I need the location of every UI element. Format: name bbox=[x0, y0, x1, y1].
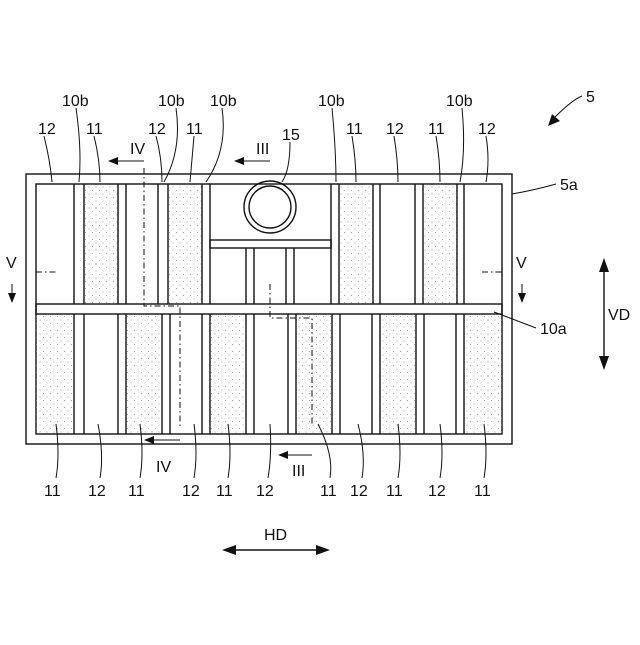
label-rib: 10b bbox=[210, 93, 237, 110]
label-panel-filled: 11 bbox=[474, 483, 491, 500]
label-panel-empty: 12 bbox=[256, 483, 274, 500]
label-rib: 10b bbox=[318, 93, 345, 110]
label-assembly: 5 bbox=[586, 89, 595, 106]
center-beam bbox=[36, 304, 502, 314]
label-rib: 10b bbox=[158, 93, 185, 110]
label-panel-filled: 11 bbox=[428, 121, 445, 138]
label-panel-empty: 12 bbox=[386, 121, 404, 138]
label-panel-filled: 11 bbox=[44, 483, 61, 500]
label-panel-empty: 12 bbox=[428, 483, 446, 500]
filled-panels-bottom bbox=[36, 314, 502, 434]
label-panel-filled: 11 bbox=[386, 483, 403, 500]
label-panel-filled: 11 bbox=[86, 121, 103, 138]
label-frame: 5a bbox=[560, 177, 578, 194]
pipe-15 bbox=[244, 181, 296, 233]
label-panel-empty: 12 bbox=[478, 121, 496, 138]
label-vertical-direction: VD bbox=[608, 307, 630, 324]
label-panel-filled: 11 bbox=[216, 483, 233, 500]
top-ribs bbox=[74, 184, 464, 304]
section-label-v: V bbox=[6, 255, 17, 272]
label-center-beam: 10a bbox=[540, 321, 567, 338]
label-panel-filled: 11 bbox=[128, 483, 145, 500]
label-pipe: 15 bbox=[282, 127, 300, 144]
label-panel-empty: 12 bbox=[88, 483, 106, 500]
label-panel-filled: 11 bbox=[186, 121, 203, 138]
label-panel-empty: 12 bbox=[182, 483, 200, 500]
section-label-v: V bbox=[516, 255, 527, 272]
label-panel-empty: 12 bbox=[148, 121, 166, 138]
label-rib: 10b bbox=[62, 93, 89, 110]
section-label-iv: IV bbox=[156, 459, 171, 476]
section-label-iii: III bbox=[292, 463, 305, 480]
label-panel-empty: 12 bbox=[38, 121, 56, 138]
assembly-pointer bbox=[548, 96, 582, 126]
section-label-iii: III bbox=[256, 141, 269, 158]
horizontal-direction-arrow bbox=[222, 545, 330, 555]
label-panel-filled: 11 bbox=[346, 121, 363, 138]
label-panel-empty: 12 bbox=[350, 483, 368, 500]
section-label-iv: IV bbox=[130, 141, 145, 158]
label-horizontal-direction: HD bbox=[264, 527, 287, 544]
label-panel-filled: 11 bbox=[320, 483, 337, 500]
label-rib: 10b bbox=[446, 93, 473, 110]
